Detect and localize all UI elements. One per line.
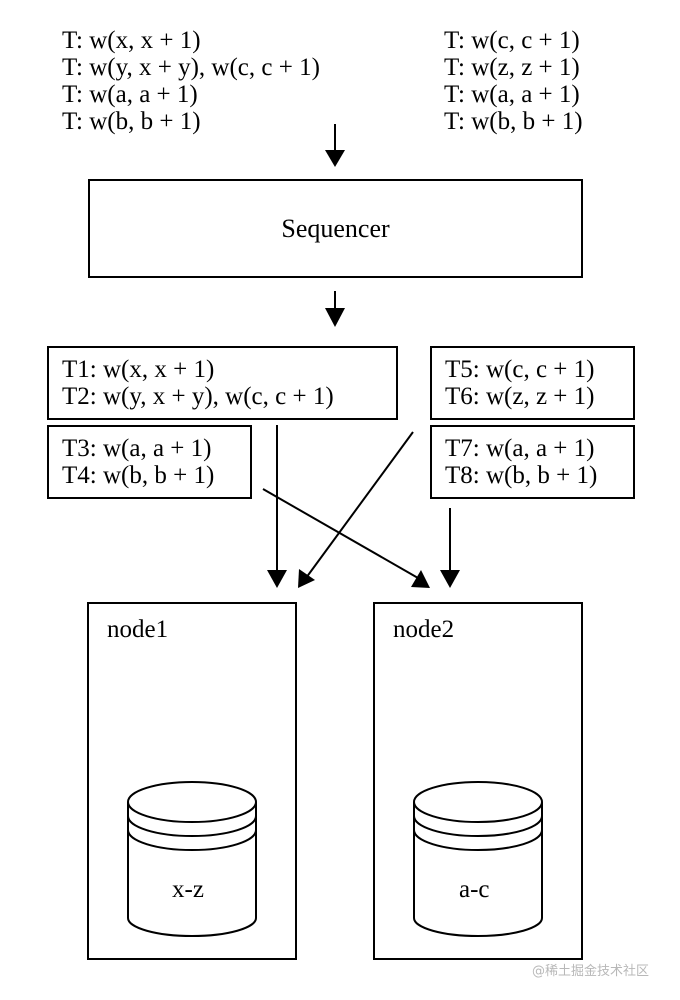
database-icon xyxy=(127,781,257,937)
transaction-line: T1: w(x, x + 1) xyxy=(62,356,215,383)
sequencer-box: Sequencer xyxy=(88,179,583,278)
arrowhead-icon xyxy=(411,570,430,588)
transaction-line: T5: w(c, c + 1) xyxy=(445,356,595,383)
sequencer-label: Sequencer xyxy=(281,213,390,243)
input-line: T: w(b, b + 1) xyxy=(444,108,583,135)
input-line: T: w(a, a + 1) xyxy=(62,81,198,108)
arrow-t5t6-to-node1 xyxy=(305,431,414,579)
input-line: T: w(z, z + 1) xyxy=(444,54,580,81)
transaction-line: T8: w(b, b + 1) xyxy=(445,462,598,489)
transaction-line: T3: w(a, a + 1) xyxy=(62,435,212,462)
arrow-t3t4-to-node2 xyxy=(262,488,419,579)
input-list-left: T: w(x, x + 1) T: w(y, x + y), w(c, c + … xyxy=(62,27,320,135)
database-icon xyxy=(413,781,543,937)
input-line: T: w(b, b + 1) xyxy=(62,108,201,135)
transaction-line: T2: w(y, x + y), w(c, c + 1) xyxy=(62,383,334,410)
batch-t3-t4: T3: w(a, a + 1) T4: w(b, b + 1) xyxy=(47,425,252,499)
input-list-right: T: w(c, c + 1) T: w(z, z + 1) T: w(a, a … xyxy=(444,27,583,135)
input-line: T: w(x, x + 1) xyxy=(62,27,201,54)
arrowhead-icon xyxy=(267,570,287,588)
batch-t5-t6: T5: w(c, c + 1) T6: w(z, z + 1) xyxy=(430,346,635,420)
node1-db-label: x-z xyxy=(172,876,204,903)
input-line: T: w(a, a + 1) xyxy=(444,81,580,108)
transaction-line: T7: w(a, a + 1) xyxy=(445,435,595,462)
transaction-line: T4: w(b, b + 1) xyxy=(62,462,215,489)
arrowhead-icon xyxy=(440,570,460,588)
batch-t1-t2: T1: w(x, x + 1) T2: w(y, x + y), w(c, c … xyxy=(47,346,398,420)
watermark: @稀土掘金技术社区 xyxy=(532,964,650,979)
arrowhead-icon xyxy=(298,569,315,588)
transaction-line: T6: w(z, z + 1) xyxy=(445,383,595,410)
node2-db-label: a-c xyxy=(459,876,490,903)
node1-label: node1 xyxy=(107,616,169,643)
arrowhead-icon xyxy=(325,150,345,167)
input-line: T: w(y, x + y), w(c, c + 1) xyxy=(62,54,320,81)
input-line: T: w(c, c + 1) xyxy=(444,27,580,54)
batch-t7-t8: T7: w(a, a + 1) T8: w(b, b + 1) xyxy=(430,425,635,499)
arrowhead-icon xyxy=(325,308,345,327)
node2-label: node2 xyxy=(393,616,455,643)
